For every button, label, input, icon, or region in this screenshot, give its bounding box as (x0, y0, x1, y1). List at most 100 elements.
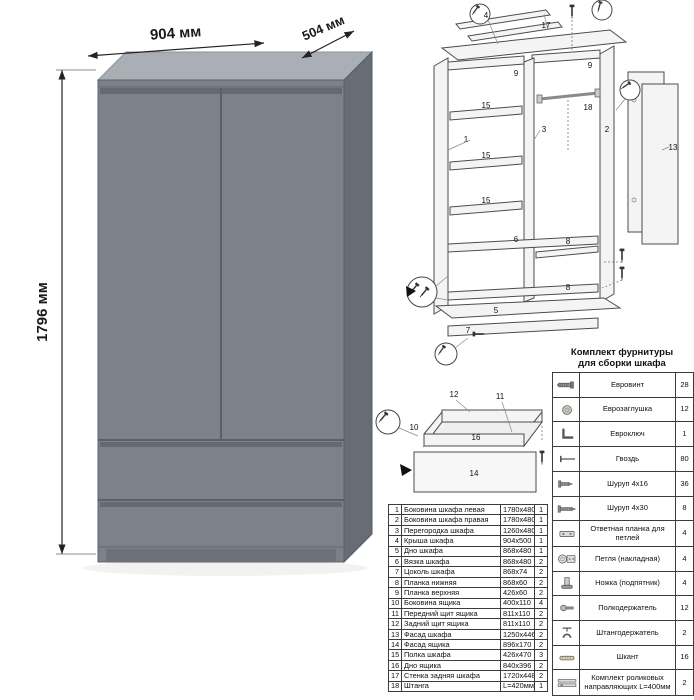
part-name: Планка верхняя (401, 587, 501, 599)
hardware-qty: 4 (675, 545, 694, 572)
screw-4x16-icon (555, 476, 579, 492)
back-panel (467, 21, 563, 42)
hexkey-icon (555, 426, 579, 442)
part-ref-label: 16 (472, 433, 481, 442)
table-row: Ножка (подпятник) 4 (552, 570, 694, 597)
screw-glyph (538, 449, 546, 466)
part-labels: 4 17 9 9 18 1 3 15 15 15 2 13 6 8 5 8 7 (447, 11, 678, 335)
table-row: Гвоздь 80 (552, 446, 694, 472)
table-row: 17 Стенка задняя шкафа 1720x448 2 (388, 670, 548, 682)
part-ref-label: 12 (450, 390, 459, 399)
part-ref-label: 8 (566, 237, 571, 246)
part-qty: 2 (534, 576, 548, 589)
part-number: 13 (388, 628, 402, 641)
hardware-qty: 80 (675, 446, 694, 472)
part-qty: 1 (534, 535, 548, 547)
part-number: 5 (388, 545, 402, 557)
lower-rail (447, 283, 599, 301)
part-ref-label: 9 (588, 61, 593, 70)
table-row: Евровинт 28 (552, 372, 694, 398)
hardware-icon-cell (552, 620, 580, 646)
table-row: 2 Боковина шкафа правая 1780x480 1 (388, 514, 548, 526)
part-name: Боковина шкафа правая (401, 514, 501, 526)
part-size: 896x170 (500, 639, 535, 651)
hardware-icon-cell (552, 669, 580, 696)
hanging-rod (539, 91, 599, 101)
wardrobe-top-face (96, 51, 374, 81)
hardware-name: Шкант (579, 644, 676, 671)
part-qty: 2 (534, 628, 548, 641)
drawer-slides-icon (555, 675, 579, 691)
hardware-name: Петля (накладная) (579, 545, 676, 572)
part-name: Полка шкафа (401, 649, 501, 661)
table-row: Еврозаглушка 12 (552, 396, 694, 423)
hardware-qty: 36 (675, 470, 694, 497)
part-name: Дно ящика (401, 659, 501, 672)
part-number: 4 (388, 535, 402, 547)
part-ref-label: 4 (484, 11, 489, 20)
hardware-qty: 12 (675, 396, 694, 423)
hardware-icon-cell (552, 421, 580, 448)
part-qty: 3 (534, 649, 548, 661)
hardware-icon-cell (552, 570, 580, 597)
hardware-qty: 2 (675, 620, 694, 646)
rod-bracket (594, 88, 601, 98)
part-size: L=420мм (500, 680, 535, 693)
hardware-name: Ножка (подпятник) (579, 570, 676, 597)
plinth (106, 549, 336, 562)
width-dimension-label: 904 мм (149, 23, 201, 44)
hardware-name: Евроключ (579, 421, 676, 448)
part-size: 1780x480 (500, 514, 535, 526)
part-qty: 2 (534, 618, 548, 630)
part-ref-label: 3 (542, 125, 547, 134)
part-number: 12 (388, 618, 402, 630)
width-arrow (87, 40, 265, 59)
wardrobe-body (96, 50, 374, 564)
part-name: Боковина ящика (401, 597, 501, 609)
part-qty: 1 (534, 680, 548, 693)
part-name: Задний щит ящика (401, 618, 501, 630)
table-row: Полкодержатель 12 (552, 595, 694, 621)
part-number: 16 (388, 659, 402, 672)
part-size: 868x480 (500, 555, 535, 568)
table-row: 9 Планка верхняя 426x60 2 (388, 587, 548, 599)
table-row: 8 Планка нижняя 868x60 2 (388, 576, 548, 589)
euroscrew-icon (555, 377, 579, 393)
table-row: 15 Полка шкафа 426x470 3 (388, 649, 548, 661)
part-name: Цоколь шкафа (401, 566, 501, 578)
hardware-icon-cell (552, 520, 580, 547)
part-ref-label: 15 (482, 151, 491, 160)
part-name: Вязка шкафа (401, 555, 501, 568)
part-ref-label: 1 (464, 135, 469, 144)
hardware-qty: 2 (675, 669, 694, 696)
foot-icon (555, 575, 579, 591)
part-ref-label: 11 (496, 392, 505, 401)
nail-icon (555, 451, 579, 467)
hardware-qty: 1 (675, 421, 694, 448)
hardware-name: Еврозаглушка (579, 396, 676, 423)
part-size: 1260x480 (500, 524, 535, 537)
part-qty: 2 (534, 659, 548, 672)
part-size: 1250x446 (500, 628, 535, 641)
shelf-pin-icon (555, 600, 579, 616)
part-size: 426x60 (500, 587, 535, 599)
part-size: 426x470 (500, 649, 535, 661)
part-ref-label: 15 (482, 101, 491, 110)
part-qty: 2 (534, 607, 548, 620)
table-row: 1 Боковина шкафа левая 1780x480 1 (388, 503, 548, 516)
part-ref-label: 5 (494, 306, 499, 315)
part-qty: 1 (534, 545, 548, 557)
part-qty: 1 (534, 514, 548, 526)
part-ref-label: 10 (410, 423, 419, 432)
part-ref-label: 2 (605, 125, 610, 134)
hardware-name: Шуруп 4x16 (579, 470, 676, 497)
hardware-icon-cell (552, 644, 580, 671)
hardware-name: Евровинт (579, 372, 676, 398)
part-ref-label: 8 (566, 283, 571, 292)
right-side-panel (599, 45, 615, 303)
direction-arrow (406, 286, 416, 297)
hardware-icon-cell (552, 595, 580, 621)
table-row: Ответная планка для петлей 4 (552, 520, 694, 547)
hardware-qty: 8 (675, 495, 694, 522)
hardware-icon-cell (552, 545, 580, 572)
